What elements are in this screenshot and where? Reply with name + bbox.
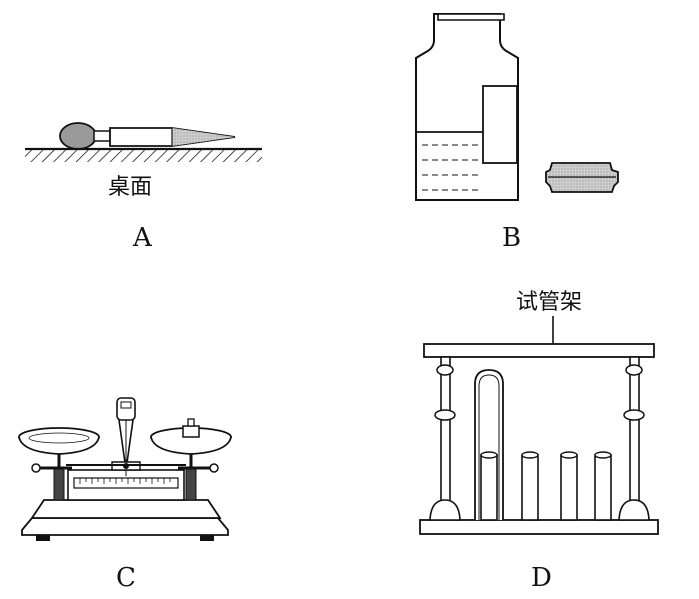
label-a: A [132,223,153,253]
liquid [422,144,478,191]
label-b: B [502,223,521,253]
reagent-bottle [415,13,519,201]
dropper [59,122,236,150]
rack-top-board [423,343,655,358]
test-tube-1 [480,451,498,521]
balance-left-pan [18,427,100,468]
balance-base [21,517,229,536]
bottle-label [482,85,518,164]
panel-a: 桌面 A [25,122,262,253]
balance-right-pan [150,427,232,468]
label-c: C [116,563,136,593]
weight [182,418,200,438]
bottle-stopper [545,162,619,193]
caption-rack: 试管架 [516,290,582,315]
rack-post-right [618,356,650,521]
panel-c: C [18,397,232,593]
test-tube-3 [560,451,578,521]
panel-d: 试管架 [419,290,659,593]
balance [18,397,232,541]
rack-post-left [429,356,461,521]
bottle-mouth [437,13,505,21]
panel-b: B [415,13,619,253]
rack-bottom-board [419,519,659,535]
test-tube-4 [594,451,612,521]
caption-table: 桌面 [108,175,152,200]
test-tube-2 [521,451,539,521]
dropper-neck [93,130,111,142]
label-d: D [531,563,552,593]
table-surface [25,147,262,162]
dropper-tip-shading [172,128,235,146]
test-tube-rack [419,343,659,535]
balance-scale-ruler [73,477,179,489]
dropper-bulb [59,122,97,150]
